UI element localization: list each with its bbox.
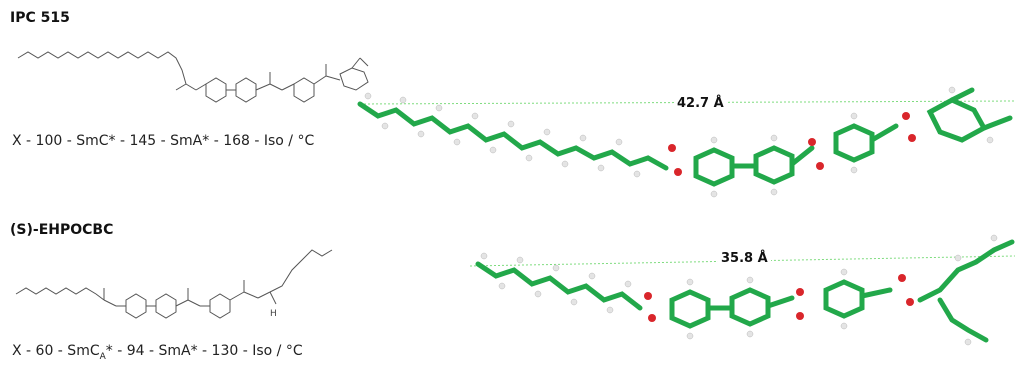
compound-2-phase-suffix: * - 94 - SmA* - 130 - Iso / °C <box>105 343 303 359</box>
compound-2-phase-sequence: X - 60 - SmCA* - 94 - SmA* - 130 - Iso /… <box>12 343 303 362</box>
stereo-h-label: H <box>270 309 277 319</box>
compound-2-name: (S)-EHPOCBC <box>10 222 114 238</box>
compound-2-length-label: 35.8 Å <box>718 251 771 266</box>
compound-2-phase-prefix: X - 60 - SmC <box>12 343 100 359</box>
compound-2-phase-subscript: A <box>99 351 106 362</box>
compound-1-length-label: 42.7 Å <box>674 96 727 111</box>
compound-1-name: IPC 515 <box>10 10 70 26</box>
compound-1-phase-sequence: X - 100 - SmC* - 145 - SmA* - 168 - Iso … <box>12 133 315 149</box>
